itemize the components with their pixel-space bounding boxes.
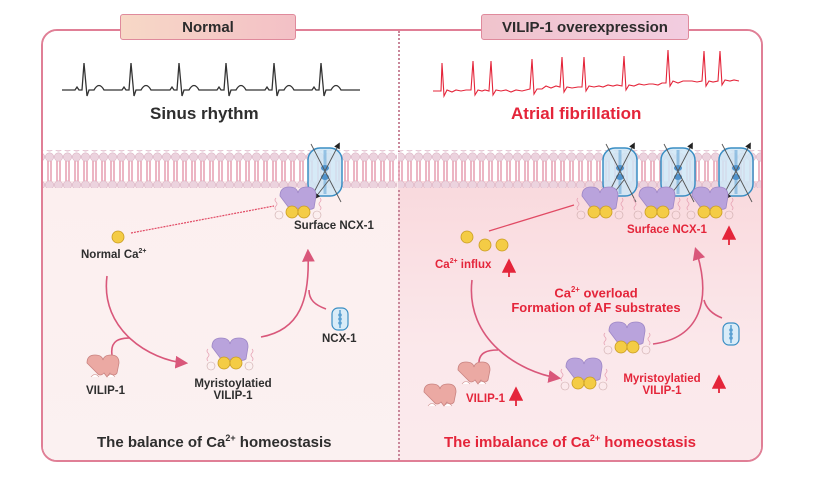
cell-membrane-overexpression [398,150,761,188]
af-substrate-line: Formation of AF substrates [511,300,681,316]
balance-footer-label: The balance of Ca2+ homeostasis [97,433,332,451]
arrow-myristoylated-to-surface [260,248,315,338]
footer-suffix: homeostasis [600,434,697,451]
arrow-myristoylated-to-surface [652,246,706,345]
vilip-icon [86,354,120,378]
myristoylated-line1: Myristoylatied [194,378,272,390]
ecg-atrial-fibrillation-trace [433,49,740,99]
calcium-ion-icon [111,230,125,244]
normal-calcium-label: Normal Ca2+ [81,248,146,261]
tab-vilip-overexpression: VILIP-1 overexpression [481,14,689,40]
cell-membrane-normal [43,150,397,188]
overload-suffix: overload [579,285,638,301]
calcium-influx-prefix: Ca [435,258,450,271]
myristoylated-vilip-icon [603,321,651,355]
arrow-ncx-join [308,289,327,310]
overload-sup: 2+ [570,285,580,294]
vilip-icon [457,361,491,385]
footer-sup: 2+ [225,433,236,443]
calcium-to-ncx-link-overexpression [488,204,575,232]
arrow-calcium-to-myristoylated [105,275,189,369]
footer-prefix: The balance of Ca [97,434,226,451]
overload-prefix: Ca [554,285,571,301]
tab-normal: Normal [120,14,296,40]
myristoylated-vilip-icon [560,357,608,391]
vilip-label-overexpression: VILIP-1 [466,393,505,405]
calcium-ion-icon [460,230,474,244]
vilip-label-normal: VILIP-1 [86,385,125,397]
calcium-overload-label: Ca2+ overload Formation of AF substrates [496,285,696,315]
myristoylated-vilip-membrane-icon [633,186,681,220]
myristoylated-line2: VILIP-1 [213,390,253,402]
footer-sup: 2+ [589,433,601,443]
calcium-influx-label: Ca2+ influx [435,258,491,271]
calcium-influx-suffix: influx [457,258,492,271]
footer-suffix: homeostasis [235,434,332,451]
ncx-icon [331,307,349,331]
ncx-icon [722,322,740,346]
normal-calcium-sup: 2+ [138,248,147,255]
atrial-fibrillation-label: Atrial fibrillation [511,104,642,123]
ncx-label-normal: NCX-1 [322,333,357,345]
myristoylated-vilip-membrane-icon [686,186,734,220]
myristoylated-line2: VILIP-1 [642,385,682,397]
calcium-influx-sup: 2+ [449,258,458,265]
normal-calcium-text: Normal Ca [81,248,139,261]
arrow-calcium-to-myristoylated [470,279,562,383]
surface-ncx-label-overexpression: Surface NCX-1 [627,224,707,236]
myristoylated-label-normal: Myristoylatied VILIP-1 [188,378,278,402]
ecg-sinus-rhythm-trace [62,62,360,97]
imbalance-footer-label: The imbalance of Ca2+ homeostasis [444,433,696,451]
calcium-to-ncx-link-normal [130,205,275,234]
footer-prefix: The imbalance of Ca [444,434,590,451]
myristoylated-vilip-membrane-icon [576,186,624,220]
arrow-vilip-join [110,337,131,356]
calcium-ion-icon [478,238,492,252]
surface-ncx-label-normal: Surface NCX-1 [294,220,374,232]
myristoylated-vilip-membrane-icon [274,186,322,220]
panel-divider [398,31,400,460]
overexpression-cytoplasm [398,181,761,460]
arrow-ncx-join [703,299,723,319]
calcium-overload-line: Ca2+ overload [496,285,696,300]
sinus-rhythm-label: Sinus rhythm [150,104,259,123]
myristoylated-line1: Myristoylatied [623,373,701,385]
myristoylated-vilip-icon [206,337,254,371]
myristoylated-label-overexpression: Myristoylatied VILIP-1 [612,373,712,397]
calcium-ion-icon [495,238,509,252]
vilip-icon [423,383,457,407]
